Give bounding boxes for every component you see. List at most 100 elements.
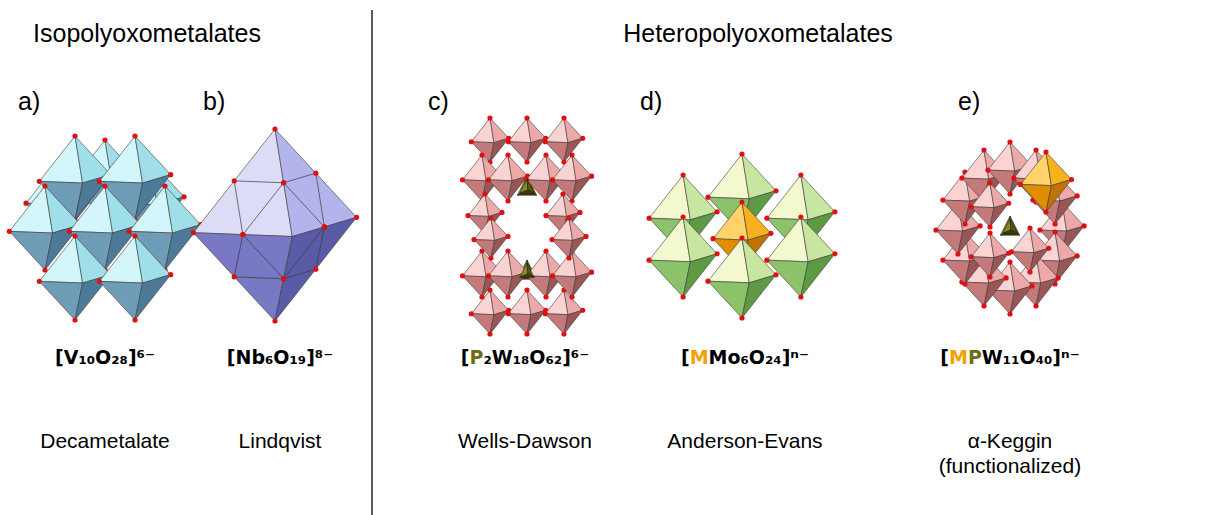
oxygen-dot [272, 318, 277, 323]
tetrahedron-face [520, 190, 534, 194]
oxygen-dot [798, 294, 803, 299]
octahedron-face [1030, 248, 1049, 272]
oxygen-dot [773, 272, 778, 277]
oxygen-dot [524, 287, 529, 292]
oxygen-dot [739, 151, 744, 156]
oxygen-dot [7, 229, 12, 234]
formula-label: [MPW₁₁O₄₀]ⁿ⁻ [940, 346, 1079, 369]
oxygen-dot [705, 195, 710, 200]
oxygen-dot [764, 258, 769, 263]
oxygen-dot [550, 273, 555, 278]
panel-letter: b) [203, 86, 225, 116]
oxygen-dot [561, 115, 566, 120]
oxygen-dot [506, 139, 511, 144]
oxygen-dot [487, 331, 492, 336]
octahedron-face [572, 272, 592, 297]
oxygen-dot [1043, 149, 1048, 154]
divider-line [371, 10, 373, 515]
oxygen-dot [132, 233, 137, 238]
oxygen-dot [240, 232, 245, 237]
octahedron-face [135, 275, 171, 320]
oxygen-dot [37, 179, 42, 184]
facet-line [234, 235, 283, 279]
panel-letter: a) [18, 86, 40, 116]
oxygen-dot [543, 311, 548, 316]
oxygen-dot [589, 174, 594, 179]
oxygen-dot [543, 139, 548, 144]
lindqvist-structure [191, 126, 359, 323]
oxygen-dot [798, 172, 803, 177]
octahedron-face [683, 254, 717, 297]
octahedron-face [569, 236, 586, 258]
oxygen-dot [705, 279, 710, 284]
keggin-structure [933, 139, 1086, 316]
octahedron-face [564, 310, 583, 334]
octahedron-face [801, 254, 835, 297]
octahedron-face [742, 275, 776, 318]
oxygen-dot [1069, 177, 1074, 182]
oxygen-dot [832, 209, 837, 214]
oxygen-dot [488, 215, 493, 220]
oxygen-dot [962, 281, 967, 286]
oxygen-dot [580, 308, 585, 313]
oxygen-dot [764, 216, 769, 221]
oxygen-dot [281, 180, 286, 185]
octahedron-face [491, 236, 508, 258]
oxygen-dot [1052, 221, 1057, 226]
oxygen-dot [739, 315, 744, 320]
oxygen-dot [313, 171, 318, 176]
oxygen-dot [72, 233, 77, 238]
panel-letter: d) [640, 86, 662, 116]
oxygen-dot [1030, 283, 1035, 288]
oxygen-dot [1052, 229, 1057, 234]
oxygen-dot [1006, 201, 1011, 206]
oxygen-dot [681, 214, 686, 219]
oxygen-dot [181, 194, 186, 199]
formula-label: [V₁₀O₂₈]⁶⁻ [55, 346, 155, 369]
octahedron-face [275, 129, 357, 237]
formula-label: [Nb₆O₁₉]⁸⁻ [227, 346, 333, 369]
oxygen-dot [583, 234, 588, 239]
formula-label: [MMo₆O₂₄]ⁿ⁻ [681, 346, 809, 369]
tetrahedron-face [520, 274, 534, 278]
oxygen-dot [506, 311, 511, 316]
oxygen-dot [978, 223, 983, 228]
oxygen-dot [354, 215, 359, 220]
oxygen-dot [550, 177, 555, 182]
octahedron-face [165, 225, 201, 270]
facet-line [284, 173, 325, 227]
oxygen-dot [1046, 246, 1051, 251]
oxygen-dot [479, 294, 484, 299]
oxygen-dot [505, 294, 510, 299]
oxygen-dot [832, 251, 837, 256]
wells-dawson-structure [460, 115, 594, 336]
oxygen-dot [580, 136, 585, 141]
oxygen-dot [715, 251, 720, 256]
oxygen-dot [1007, 139, 1012, 144]
oxygen-dot [281, 276, 286, 281]
oxygen-dot [739, 199, 744, 204]
octahedron-face [990, 253, 1009, 277]
octahedron-face [572, 176, 592, 201]
structure-name: Lindqvist [239, 428, 322, 453]
oxygen-dot [1075, 253, 1080, 258]
oxygen-dot [577, 210, 582, 215]
oxygen-dot [1037, 227, 1042, 232]
oxygen-dot [1056, 275, 1061, 280]
oxygen-dot [487, 115, 492, 120]
oxygen-dot [1075, 193, 1080, 198]
structure-name: Wells-Dawson [458, 428, 592, 453]
oxygen-dot [933, 227, 938, 232]
oxygen-dot [505, 152, 510, 157]
octahedron-face [275, 217, 357, 321]
octahedron-face [1010, 286, 1032, 314]
tetrahedron-face [1003, 230, 1017, 234]
oxygen-dot [981, 303, 986, 308]
oxygen-dot [469, 139, 474, 144]
oxygen-dot [524, 115, 529, 120]
structure-name: Decametalate [40, 428, 170, 453]
oxygen-dot [543, 198, 548, 203]
oxygen-dot [1007, 311, 1012, 316]
group-heading: Heteropolyoxometalates [623, 18, 893, 48]
oxygen-dot [524, 159, 529, 164]
